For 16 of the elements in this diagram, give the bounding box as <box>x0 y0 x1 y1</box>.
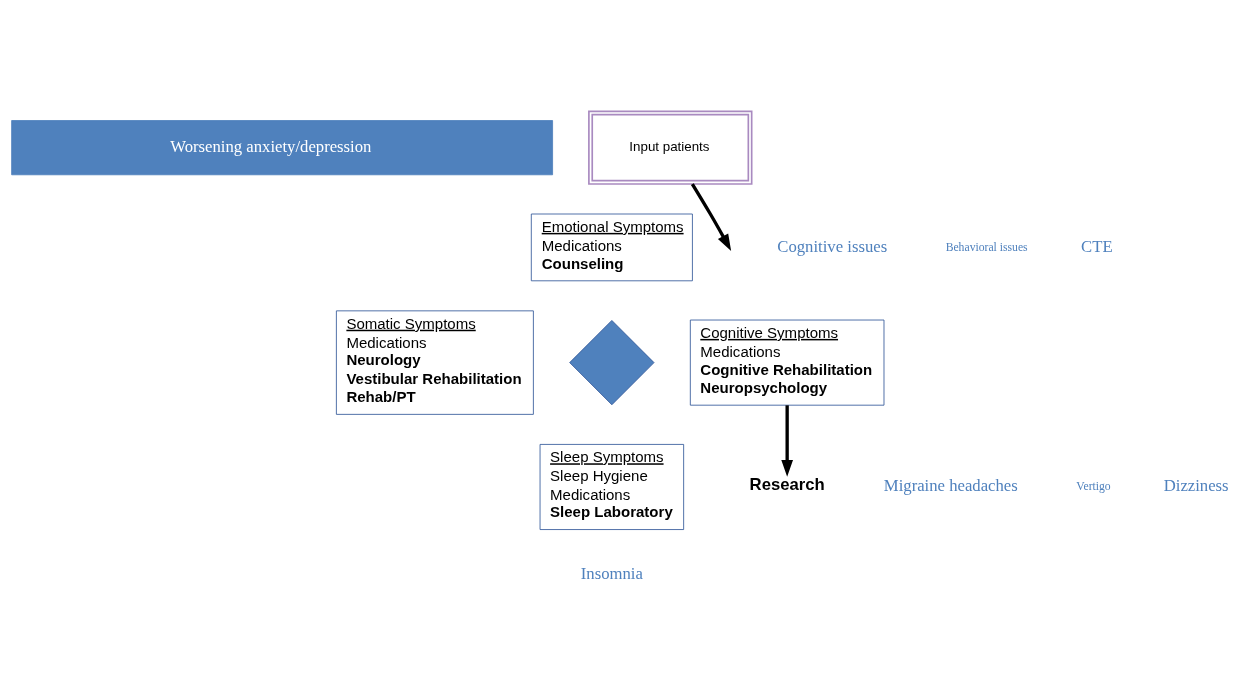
arrow <box>781 404 793 477</box>
label: Dizziness <box>1163 475 1229 495</box>
node-box: Somatic Symptoms Medications Neurology Vestibular Rehabilitation Rehab/PT <box>335 309 534 415</box>
node-box: Sleep Symptoms Sleep Hygiene Medications Sleep Laboratory <box>539 443 685 530</box>
label: Vertigo <box>1076 479 1111 493</box>
label: CTE <box>1081 236 1113 256</box>
arrow <box>690 182 732 251</box>
node-box: Worsening anxiety/depression <box>11 119 553 175</box>
label: Cognitive issues <box>777 236 888 256</box>
label: Behavioral issues <box>945 239 1028 253</box>
label: Migraine headaches <box>883 475 1018 495</box>
node-text: Research <box>749 474 825 494</box>
node-box: Cognitive Symptoms Medications Cognitive Rehabilitation Neuropsychology <box>689 319 885 406</box>
node-arrow <box>569 319 655 405</box>
node-box: Emotional Symptoms Medications Counseling <box>530 213 693 281</box>
label: Insomnia <box>580 563 643 583</box>
